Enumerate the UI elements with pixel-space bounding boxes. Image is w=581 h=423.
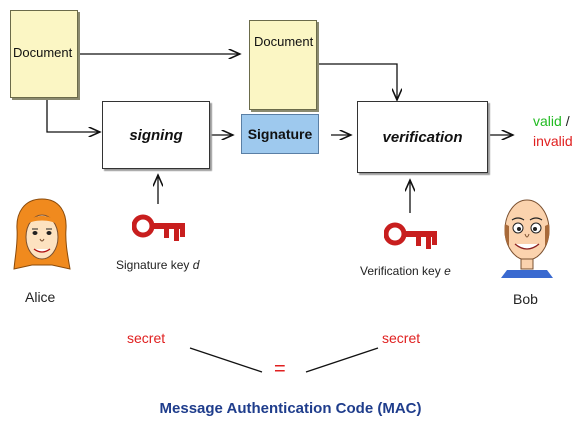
result-separator: / [565,113,570,129]
signing-label: signing [129,126,183,144]
signing-box: signing [102,101,210,169]
verification-label: verification [382,128,463,146]
bob-label: Bob [513,291,538,307]
result-valid: valid [533,113,562,129]
signature-key-caption: Signature key d [116,258,199,272]
document-alice: Document [10,10,78,98]
verification-key-icon [384,222,437,249]
alice-label: Alice [25,289,56,305]
verification-key-var: e [444,264,451,278]
secret-left-label: secret [127,330,166,346]
result-invalid: invalid [533,133,573,149]
verification-key-label: Verification key [360,264,441,278]
arrow-doc-to-signing [46,96,100,132]
secret-right-label: secret [382,330,421,346]
secret-link-left [189,347,263,373]
document-sent-label: Document [254,34,314,49]
verification-key-caption: Verification key e [360,264,451,278]
result-text: valid / invalid [533,111,573,151]
signature-key-icon [132,214,185,241]
arrow-doc-to-verification [316,63,397,100]
secret-link-right [305,347,379,373]
signature-label: Signature [247,126,313,142]
bob-face-icon [501,199,553,278]
signature-key-label: Signature key [116,258,190,272]
document-sent: Document [249,20,317,110]
equals-sign: = [274,358,286,380]
signature-key-var: d [192,258,200,272]
signature-box: Signature [241,114,319,154]
document-alice-label: Document [13,45,73,60]
footer-title: Message Authentication Code (MAC) [159,400,422,417]
alice-face-icon [13,198,71,270]
verification-box: verification [357,101,488,173]
